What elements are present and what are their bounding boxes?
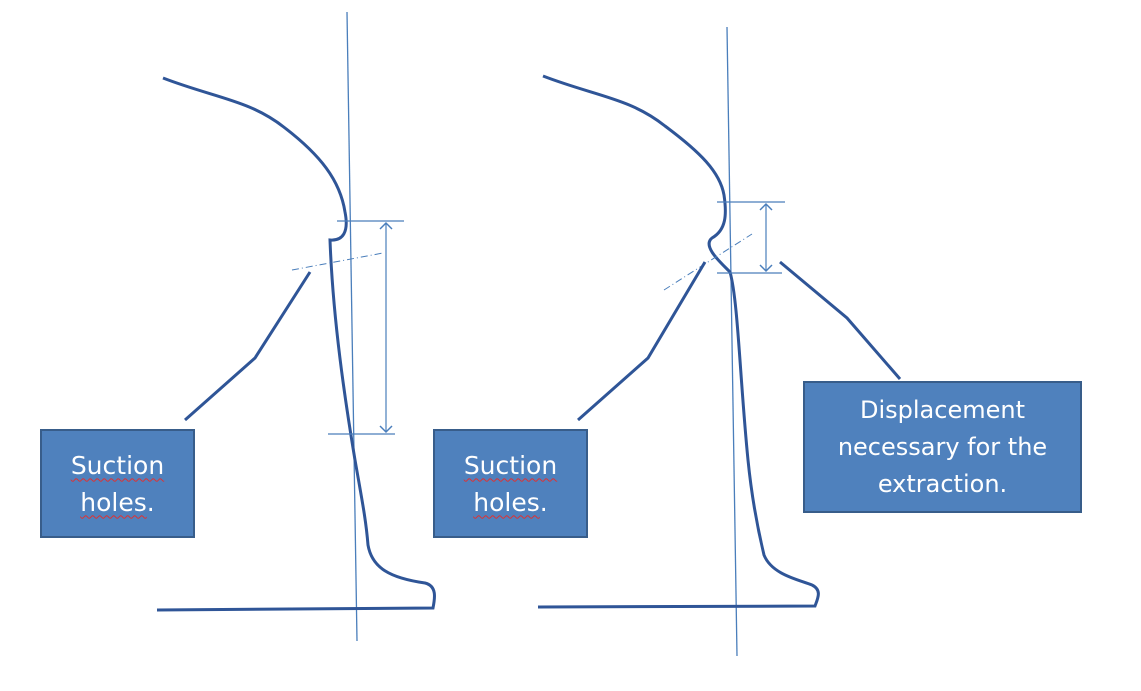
left-dashdot-line <box>291 252 384 271</box>
right-vertical-axis <box>726 26 738 657</box>
holes-word-left: holes <box>80 487 147 517</box>
displacement-callout: Displacement necessary for the extractio… <box>803 381 1082 513</box>
left-vertical-axis <box>346 11 358 642</box>
right-suction-leader <box>577 261 707 422</box>
suction-holes-label-right: Suction holes. <box>456 447 565 521</box>
suction-suffix-left: . <box>146 487 155 517</box>
displacement-line-1: Displacement <box>860 395 1025 424</box>
suction-word-left: Suction <box>70 450 165 480</box>
displacement-leader <box>779 260 902 380</box>
right-figure <box>537 26 902 657</box>
holes-word-right: holes <box>473 487 540 517</box>
displacement-label: Displacement necessary for the extractio… <box>830 392 1055 503</box>
displacement-line-3: extraction. <box>877 469 1008 498</box>
right-profile-outline <box>537 74 820 609</box>
left-profile-outline <box>156 76 437 612</box>
suction-word-right: Suction <box>463 450 558 480</box>
left-suction-leader <box>184 271 312 422</box>
right-dashdot-line <box>663 233 753 291</box>
suction-suffix-right: . <box>539 487 548 517</box>
suction-holes-label-left: Suction holes. <box>63 447 172 521</box>
suction-holes-callout-right: Suction holes. <box>433 429 588 538</box>
left-figure <box>156 11 437 642</box>
displacement-line-2: necessary for the <box>837 432 1048 461</box>
suction-holes-callout-left: Suction holes. <box>40 429 195 538</box>
